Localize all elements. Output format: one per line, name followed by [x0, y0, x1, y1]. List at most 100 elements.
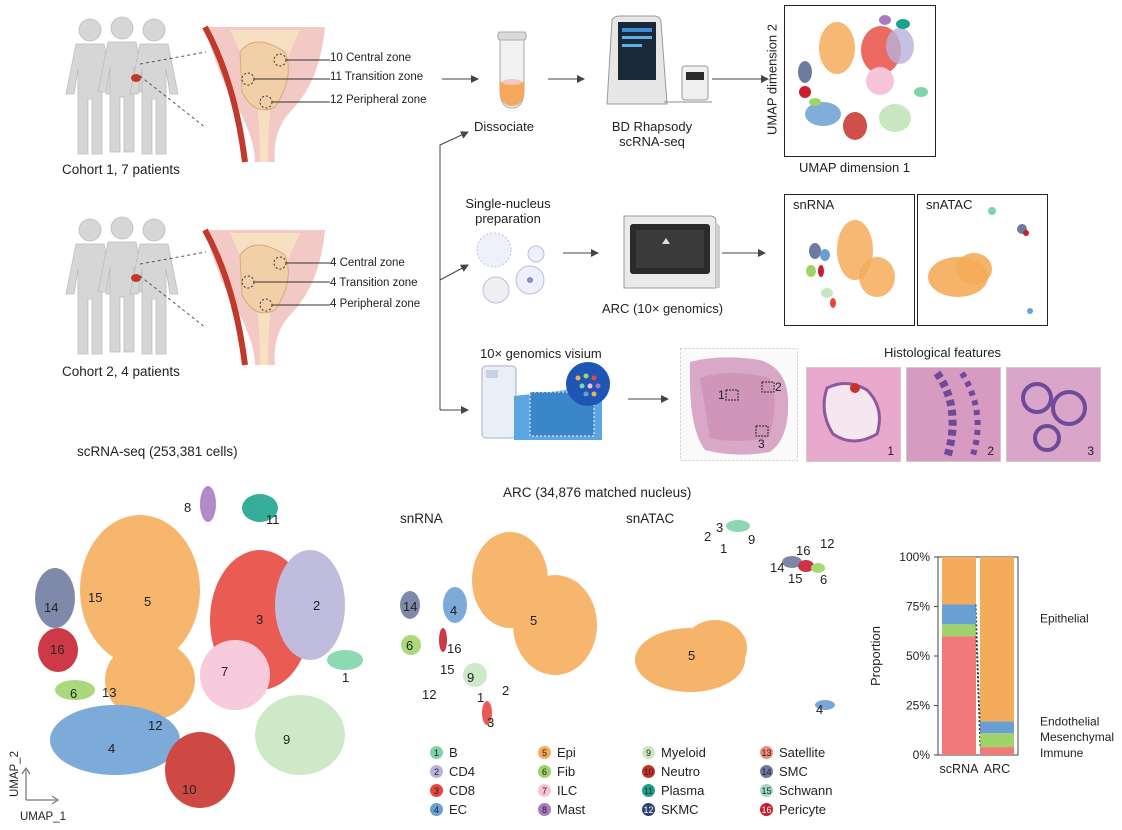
- legend-item-2: 2 CD4: [430, 764, 475, 779]
- legend-label: CD4: [449, 764, 476, 779]
- legend-label: ILC: [557, 783, 578, 798]
- umap2-axis-label: UMAP_2: [9, 750, 21, 798]
- legend-swatch: 10: [642, 765, 655, 778]
- prostate-anatomy-2: [202, 228, 330, 366]
- histo-panel-2: 2: [906, 367, 1001, 462]
- histo-panel-1: 1: [806, 367, 901, 462]
- svg-text:13: 13: [102, 685, 116, 700]
- rhapsody-label-line2: scRNA-seq: [619, 134, 685, 149]
- sn-prep-line1: Single-nucleus: [465, 196, 551, 211]
- svg-text:6: 6: [406, 638, 413, 653]
- y-tick-label: 75%: [906, 600, 930, 614]
- visium-label: 10× genomics visium: [480, 346, 602, 361]
- arc-snatac-label: snATAC: [626, 511, 675, 526]
- svg-text:3: 3: [256, 612, 263, 627]
- umap-thumbnail-plot: [798, 15, 928, 140]
- snrna-box-title: snRNA: [793, 197, 835, 212]
- bd-rhapsody-instrument-icon: [606, 15, 712, 105]
- svg-text:2: 2: [502, 683, 509, 698]
- tissue-section-image: 1 2 3: [680, 348, 798, 461]
- svg-text:5: 5: [688, 648, 695, 663]
- umap-dim1-label: UMAP dimension 1: [799, 160, 911, 175]
- svg-text:4: 4: [816, 702, 823, 717]
- cohort2-connector: [139, 251, 207, 329]
- svg-text:12: 12: [820, 536, 834, 551]
- legend-label: Mast: [557, 802, 586, 817]
- umap-scrna-thumbnail: [784, 5, 936, 157]
- snrna-thumbnail: snRNA: [784, 194, 915, 326]
- histo-panel-3: 3: [1006, 367, 1101, 462]
- svg-text:12: 12: [422, 687, 436, 702]
- y-tick-label: 0%: [913, 748, 931, 762]
- svg-text:15: 15: [88, 590, 102, 605]
- legend-swatch: 12: [642, 803, 655, 816]
- arc-umap-title: ARC (34,876 matched nucleus): [503, 485, 692, 500]
- svg-text:14: 14: [403, 599, 417, 614]
- cohort1-zone-peripheral: 12 Peripheral zone: [330, 94, 427, 106]
- svg-text:5: 5: [530, 613, 537, 628]
- arc-snrna-label: snRNA: [400, 511, 443, 526]
- cohort2-zone-peripheral: 4 Peripheral zone: [330, 298, 421, 310]
- scrna-umap-title: scRNA-seq (253,381 cells): [77, 444, 238, 459]
- legend-label: Plasma: [661, 783, 705, 798]
- bar-segment-immune-arc: [980, 747, 1014, 755]
- svg-text:1: 1: [718, 388, 725, 402]
- svg-text:9: 9: [748, 532, 755, 547]
- svg-text:2: 2: [704, 529, 711, 544]
- bar-segment-endothelial-scrna: [942, 604, 976, 625]
- svg-text:14: 14: [770, 560, 784, 575]
- legend-swatch: 5: [538, 746, 551, 759]
- legend-label: Neutro: [661, 764, 701, 779]
- rhapsody-label: BD Rhapsody scRNA-seq: [596, 119, 708, 149]
- legend-label: SKMC: [661, 802, 699, 817]
- legend-label: Myeloid: [661, 745, 706, 760]
- svg-text:16: 16: [447, 641, 461, 656]
- svg-text:1: 1: [342, 670, 349, 685]
- sn-prep-line2: preparation: [475, 211, 541, 226]
- snatac-thumbnail: snATAC: [917, 194, 1048, 326]
- svg-text:10: 10: [182, 782, 196, 797]
- svg-text:1: 1: [720, 541, 727, 556]
- legend-swatch: 2: [430, 765, 443, 778]
- flow-arrows: [439, 75, 769, 414]
- bar-connector: [975, 604, 981, 722]
- svg-text:8: 8: [184, 500, 191, 515]
- histo-num-3: 3: [1087, 444, 1094, 458]
- legend-label: Fib: [557, 764, 576, 779]
- arc-chromium-instrument-icon: [623, 215, 720, 289]
- histo-num-1: 1: [887, 444, 894, 458]
- svg-text:11: 11: [266, 512, 280, 527]
- snrna-thumbnail-plot: [806, 220, 895, 308]
- bar-segment-mesenchymal-arc: [980, 733, 1014, 748]
- svg-text:9: 9: [467, 670, 474, 685]
- svg-text:7: 7: [221, 664, 228, 679]
- x-tick-label: ARC: [984, 762, 1010, 776]
- svg-text:9: 9: [283, 732, 290, 747]
- group-label: Epithelial: [1040, 611, 1089, 625]
- bar-segment-endothelial-arc: [980, 721, 1014, 734]
- rhapsody-label-line1: BD Rhapsody: [611, 119, 693, 134]
- snatac-thumbnail-plot: [928, 207, 1033, 314]
- legend-item-12: 12 SKMC: [642, 802, 699, 817]
- svg-text:15: 15: [440, 662, 454, 677]
- svg-text:3: 3: [758, 437, 765, 451]
- legend-swatch: 6: [538, 765, 551, 778]
- svg-text:3: 3: [716, 520, 723, 535]
- svg-text:5: 5: [144, 594, 151, 609]
- legend-label: CD8: [449, 783, 476, 798]
- svg-text:2: 2: [775, 380, 782, 394]
- cohort2-figures: [65, 216, 179, 355]
- umap-dim2-label: UMAP dimension 2: [764, 23, 780, 136]
- svg-text:6: 6: [820, 572, 827, 587]
- legend-label: B: [449, 745, 458, 760]
